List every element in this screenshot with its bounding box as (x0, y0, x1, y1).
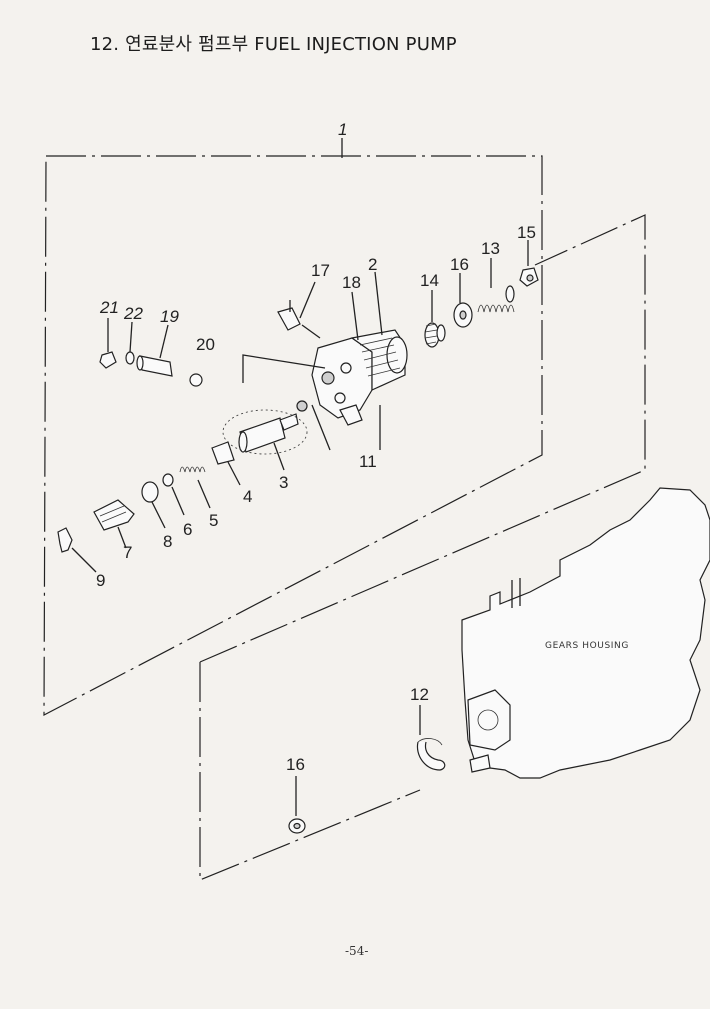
leader-20 (242, 354, 326, 383)
part-3-plunger (238, 400, 308, 453)
label-part-12: 12 (410, 685, 429, 704)
part-7-holder (93, 499, 135, 531)
leader-9 (71, 547, 97, 573)
label-part-3: 3 (279, 473, 288, 492)
label-part-21: 21 (99, 298, 119, 317)
part-14-gear (424, 322, 446, 348)
leader-4 (227, 461, 241, 486)
leader-2 (374, 271, 383, 336)
label-part-13: 13 (481, 239, 500, 258)
part-8-ring (141, 481, 159, 503)
part-20-o-ring (189, 373, 203, 387)
part-9-clip (57, 527, 73, 553)
page-title: 12. 연료분사 펌프부 FUEL INJECTION PUMP (90, 34, 457, 55)
part-22-washer (125, 351, 135, 365)
leader-5 (197, 479, 211, 509)
gears-housing-label: GEARS HOUSING (545, 641, 629, 651)
part-13-spring (477, 285, 515, 313)
pump-body-part (311, 329, 408, 426)
label-part-6: 6 (183, 520, 192, 539)
leader-7 (117, 526, 127, 549)
label-part-17: 17 (311, 261, 330, 280)
leader-6 (171, 486, 185, 516)
part-12-snap-ring (416, 738, 446, 771)
part-15-nut (519, 267, 539, 287)
leader-3 (273, 442, 285, 471)
label-part-20: 20 (196, 335, 215, 354)
leader-8 (151, 501, 166, 529)
part-16b-washer (288, 818, 306, 834)
lower-box-outline (199, 662, 421, 881)
label-part-15: 15 (517, 223, 536, 242)
part-19-pin (136, 355, 173, 377)
label-assembly-1: 1 (338, 120, 347, 139)
label-part-18: 18 (342, 273, 361, 292)
gears-housing-part (461, 487, 710, 779)
label-part-16b: 16 (286, 755, 305, 774)
label-part-14: 14 (420, 271, 439, 290)
leader-18 (351, 291, 359, 341)
label-part-16: 16 (450, 255, 469, 274)
label-part-7: 7 (123, 543, 132, 562)
leader-barrel (311, 404, 331, 451)
part-17 (277, 307, 301, 331)
label-part-4: 4 (243, 487, 252, 506)
label-part-2: 2 (368, 255, 377, 274)
label-part-9: 9 (96, 571, 105, 590)
label-part-19: 19 (160, 307, 179, 326)
part-3-highlight (222, 409, 308, 455)
part-6-washer (162, 473, 174, 487)
leader-17 (299, 281, 316, 319)
part-16-washer (453, 302, 473, 328)
part-4-valve (211, 441, 235, 465)
label-part-11: 11 (359, 452, 377, 471)
part-5-spring (179, 466, 206, 473)
page-number: -54- (345, 944, 369, 958)
assembly-outline (43, 155, 543, 716)
label-part-8: 8 (163, 532, 172, 551)
label-part-5: 5 (209, 511, 218, 530)
part-21-bolt (99, 351, 117, 369)
lower-assembly-outline (199, 214, 646, 663)
label-part-22: 22 (123, 304, 143, 323)
